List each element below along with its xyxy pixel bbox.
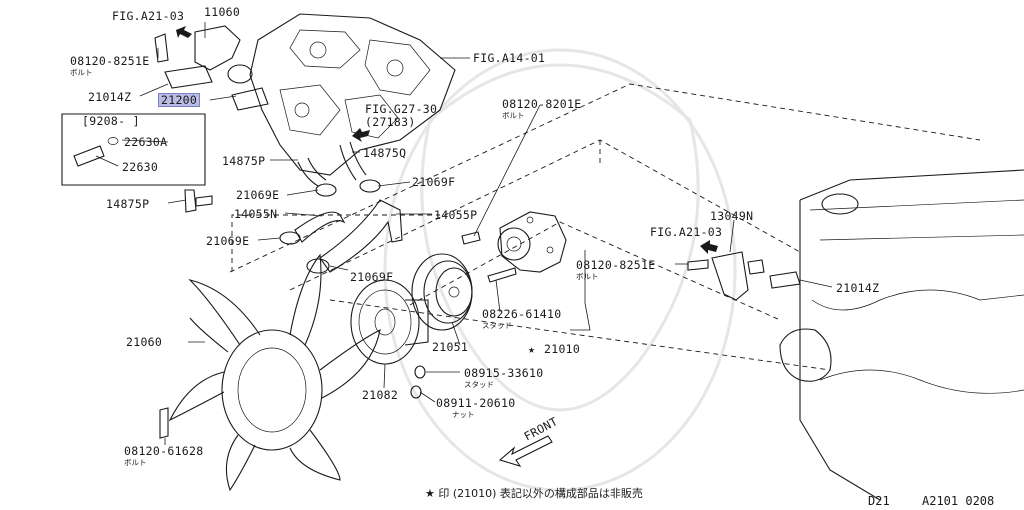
assembly-lines xyxy=(229,83,981,371)
label-21069f-a: 21069F xyxy=(412,175,456,189)
label-21082: 21082 xyxy=(362,388,399,402)
label-13049n: 13049N xyxy=(710,209,754,223)
arrow-fig-g27-30 xyxy=(352,128,370,142)
label-bolt-right: ボルト xyxy=(576,272,599,281)
front-arrow xyxy=(498,435,553,467)
label-08911-20610: 08911-20610 xyxy=(436,396,516,410)
label-14875q: 14875Q xyxy=(363,146,407,160)
label-fig-a21-03-right[interactable]: FIG.A21-03 xyxy=(650,225,723,239)
label-bolt-mid: ボルト xyxy=(502,111,525,120)
label-date-range: [9208- ] xyxy=(82,114,140,128)
label-21069f-b: 21069F xyxy=(350,270,394,284)
arrow-fig-a21-03-right xyxy=(700,240,718,254)
label-star-a: ★ xyxy=(528,342,536,356)
footer-note: ★ 印 (21010) 表記以外の構成部品は非販売 xyxy=(425,487,643,500)
label-08120-61628: 08120-61628 xyxy=(124,444,204,458)
label-21200-highlighted[interactable]: 21200 xyxy=(158,93,201,107)
engine-block xyxy=(779,169,1024,501)
label-14875p-b: 14875P xyxy=(106,197,150,211)
label-08120-8251e-right: 08120-8251E xyxy=(576,258,656,272)
label-fig-g27-30[interactable]: FIG.G27-30 xyxy=(365,102,438,116)
label-22630a: 22630A xyxy=(124,135,168,149)
leader-lines xyxy=(95,22,833,445)
intake-manifold xyxy=(249,13,456,176)
label-21014z-right: 21014Z xyxy=(836,281,880,295)
watermark xyxy=(383,48,737,492)
label-08226-61410: 08226-61410 xyxy=(482,307,562,321)
label-14055p: 14055P xyxy=(434,208,478,222)
label-fig-a14-01[interactable]: FIG.A14-01 xyxy=(473,51,546,65)
label-nut: ナット xyxy=(452,410,475,419)
label-stud-a: スタッド xyxy=(482,321,512,330)
label-21069e-b: 21069E xyxy=(206,234,250,248)
label-fig-a21-03-top[interactable]: FIG.A21-03 xyxy=(112,9,185,23)
label-21069e-a: 21069E xyxy=(236,188,280,202)
label-stud-b: スタッド xyxy=(464,380,494,389)
small-hoses xyxy=(184,141,367,213)
label-21051: 21051 xyxy=(432,340,469,354)
label-08915-33610: 08915-33610 xyxy=(464,366,544,380)
label-21060: 21060 xyxy=(126,335,163,349)
cooling-fan xyxy=(168,253,381,492)
diagram-code-d21: D21 xyxy=(868,494,890,508)
label-14875p-a: 14875P xyxy=(222,154,266,168)
label-bolt-bottom: ボルト xyxy=(124,458,147,467)
label-22630: 22630 xyxy=(122,160,159,174)
label-fig-g27-30-sub: (27183) xyxy=(365,115,416,129)
thermostat-housing xyxy=(687,251,801,301)
pulley xyxy=(411,253,473,331)
diagram-code-ref: A2101 0208 xyxy=(922,494,995,508)
label-11060: 11060 xyxy=(204,5,241,19)
sensor-group-box xyxy=(61,113,206,186)
fasteners xyxy=(159,365,426,439)
arrow-fig-a21-03-top xyxy=(176,26,192,38)
label-08120-8251e-top: 08120-8251E xyxy=(70,54,150,68)
water-pump xyxy=(461,211,567,283)
label-14055n: 14055N xyxy=(234,207,278,221)
label-21010: 21010 xyxy=(544,342,581,356)
label-bolt-top: ボルト xyxy=(70,68,93,77)
water-outlet-11060 xyxy=(154,25,269,111)
label-08120-8201e: 08120-8201E xyxy=(502,97,582,111)
label-21014z-top: 21014Z xyxy=(88,90,132,104)
